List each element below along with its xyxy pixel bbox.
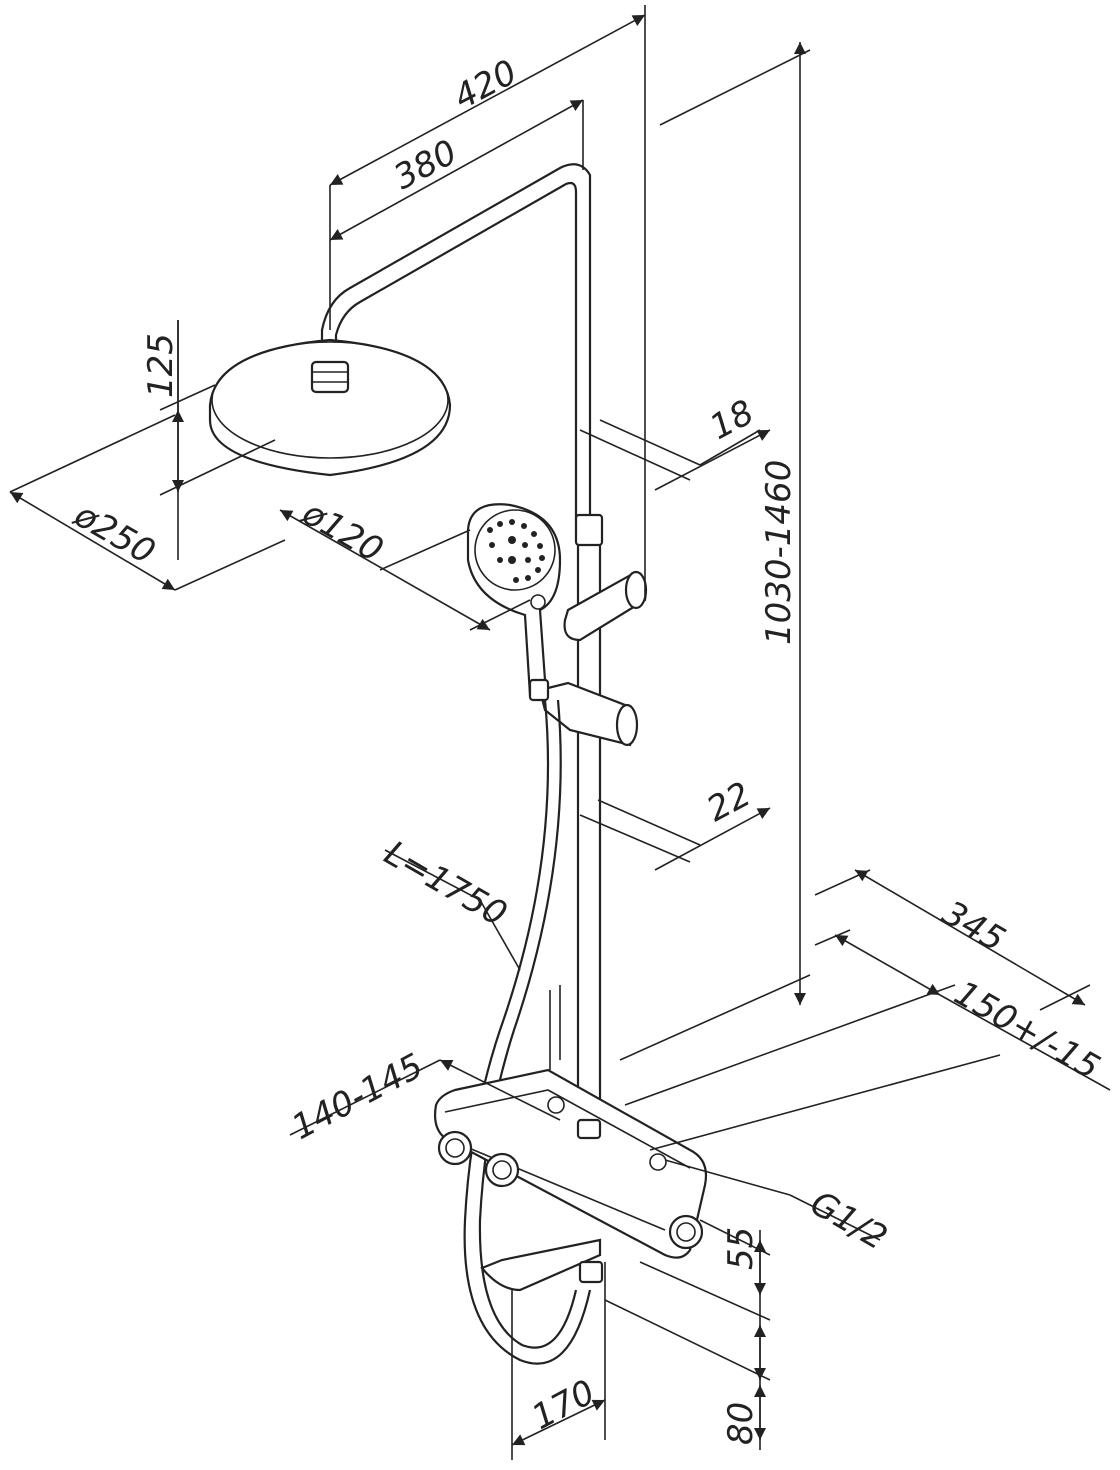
shower-product [208,163,708,1460]
dim-420: 420 [447,52,523,118]
dim-55: 55 [721,1227,761,1270]
thermostat-mixer-shelf [433,1068,708,1259]
dim-150-15: 150+/-15 [948,973,1107,1088]
dim-diameter-120: ø120 [295,493,390,571]
dim-hose-length: L=1750 [378,833,514,935]
dim-140-145: 140-145 [285,1046,429,1148]
dimension-lines [9,5,1111,1450]
dim-380: 380 [387,132,463,198]
shower-hose [463,699,592,1365]
dim-80: 80 [721,1402,761,1445]
vertical-rail [574,513,604,1130]
rain-shower-head [208,338,452,477]
lower-slider-holder [528,678,639,747]
dim-1030-1460: 1030-1460 [759,460,799,645]
dim-diameter-250: ø250 [67,495,162,573]
hand-shower [466,503,562,697]
dim-345: 345 [936,893,1012,960]
dim-22: 22 [700,774,757,830]
dimension-labels: 420 380 125 18 ø250 ø120 1030-1460 22 L=… [67,52,1107,1445]
upper-slider-holder [563,570,648,642]
dim-170: 170 [525,1372,601,1438]
dim-g-1-2: G1/2 [804,1183,894,1258]
dim-125: 125 [141,333,181,398]
